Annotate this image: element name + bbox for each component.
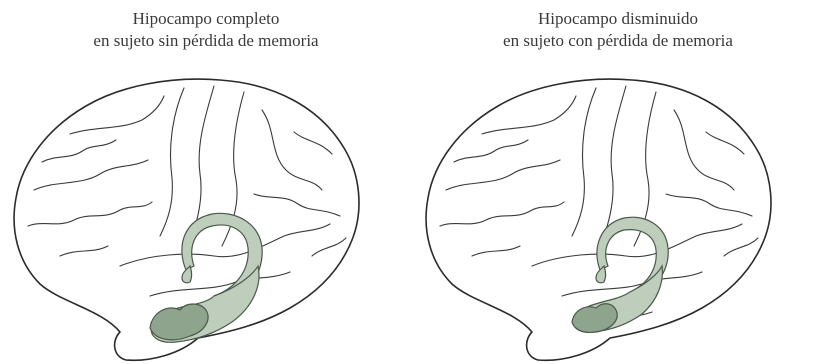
caption-memory-loss: Hipocampo disminuido en sujeto con pérdi… <box>412 8 824 52</box>
fornix-tail <box>595 264 607 284</box>
fornix-tail <box>181 264 193 284</box>
frontal-gyrus-line-2 <box>439 201 565 227</box>
lateral-fissure <box>119 223 331 267</box>
hippocampal-head <box>149 303 209 341</box>
superior-frontal-sulcus <box>69 95 165 135</box>
frontal-gyrus-line-1 <box>453 139 529 163</box>
caption-subtitle: en sujeto con pérdida de memoria <box>503 31 733 50</box>
hippocampus-complete <box>149 212 263 343</box>
frontal-gyrus-line-1 <box>41 139 117 163</box>
parietal-sulcus-1 <box>261 109 323 191</box>
lateral-fissure <box>531 223 743 267</box>
caption-title: Hipocampo disminuido <box>537 9 699 28</box>
parietal-sulcus-2 <box>293 131 333 155</box>
superior-frontal-sulcus <box>481 95 577 135</box>
occipital-line <box>311 237 347 257</box>
precentral-sulcus <box>571 87 597 237</box>
caption-title: Hipocampo completo <box>132 9 280 28</box>
panel-memory-loss: Hipocampo disminuido en sujeto con pérdi… <box>412 0 824 364</box>
occipital-line <box>723 237 759 257</box>
precentral-sulcus <box>159 87 185 237</box>
frontal-gyrus-line-3 <box>59 245 109 257</box>
brain-illustration-healthy <box>13 78 360 362</box>
inferior-frontal-sulcus <box>445 159 561 191</box>
caption-subtitle: en sujeto sin pérdida de memoria <box>93 31 319 50</box>
frontal-gyrus-line-2 <box>27 201 153 227</box>
parietal-sulcus-3 <box>665 193 753 217</box>
hippocampus-reduced <box>571 216 669 333</box>
frontal-gyrus-line-3 <box>471 245 521 257</box>
parietal-sulcus-2 <box>705 131 745 155</box>
panel-healthy: Hipocampo completo en sujeto sin pérdida… <box>0 0 412 364</box>
inferior-frontal-sulcus <box>33 159 149 191</box>
central-sulcus <box>599 85 627 249</box>
parietal-sulcus-1 <box>673 109 735 191</box>
parietal-sulcus-3 <box>253 193 341 217</box>
brain-illustration-memory-loss <box>425 78 772 362</box>
caption-healthy: Hipocampo completo en sujeto sin pérdida… <box>0 8 412 52</box>
brain-outline <box>425 78 772 362</box>
hippocampal-head <box>571 303 618 333</box>
